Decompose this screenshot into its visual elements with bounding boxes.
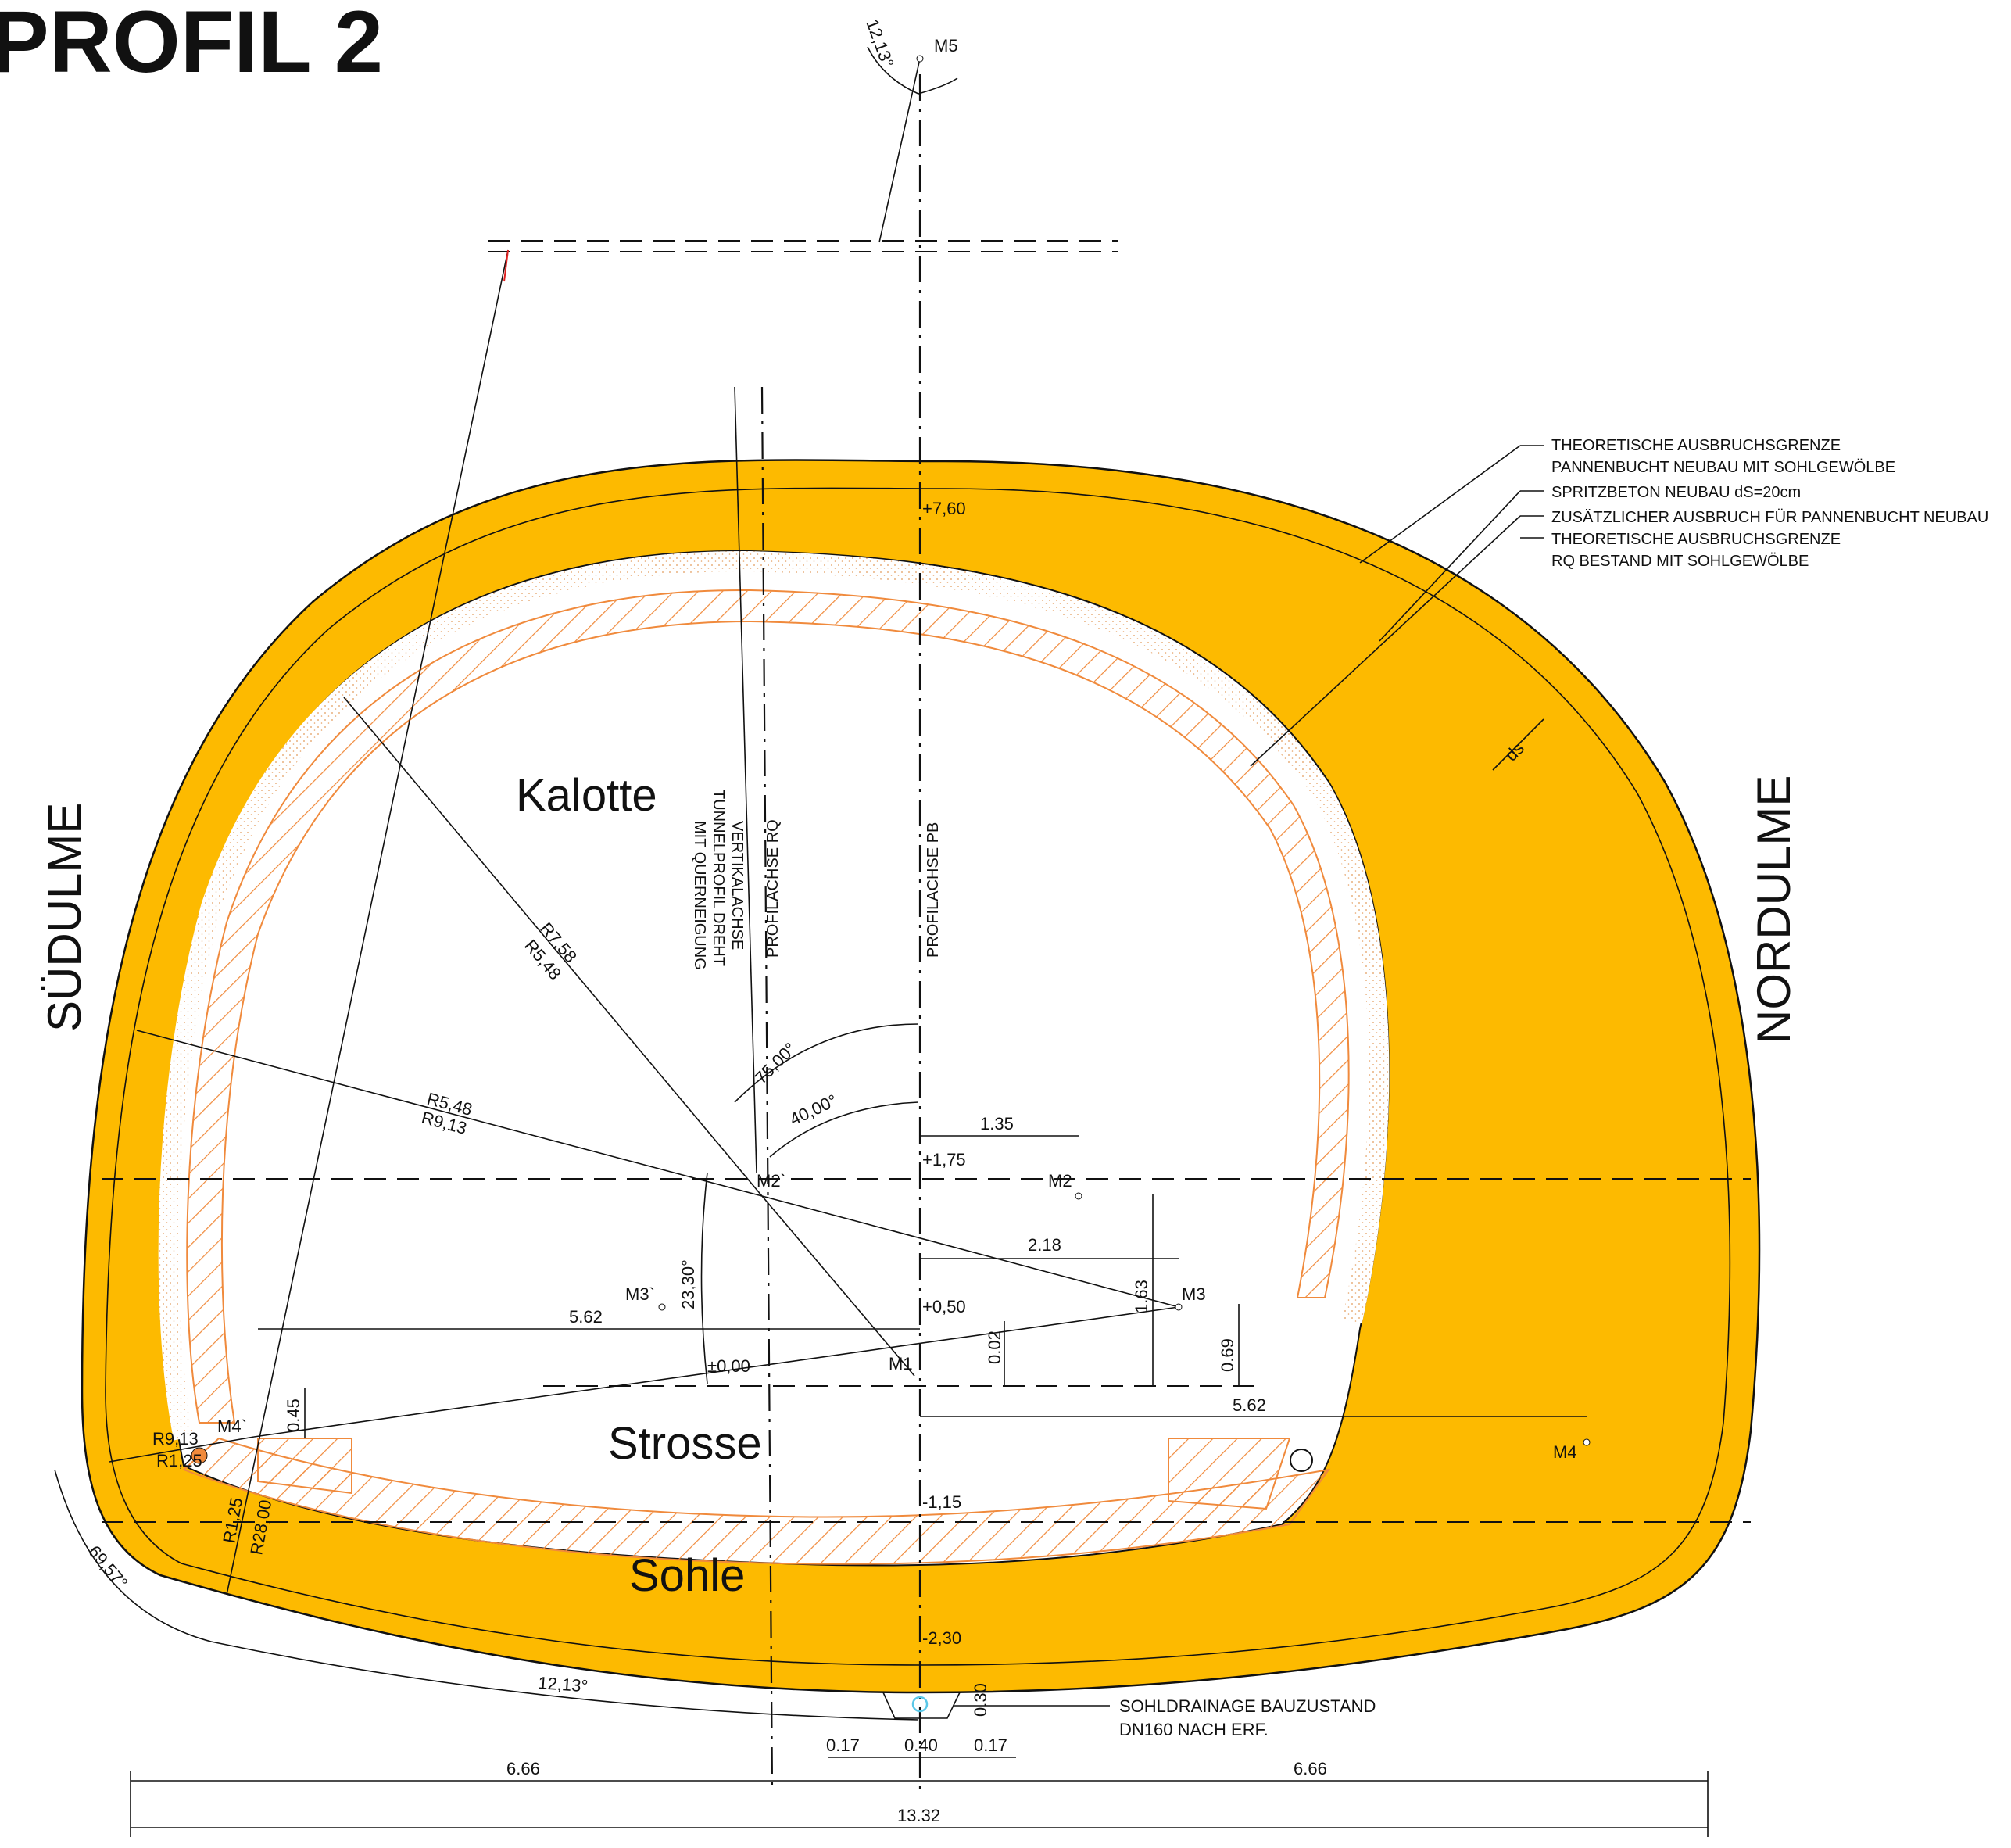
dim-163: 1.63 <box>1132 1280 1151 1313</box>
legend-leader-3 <box>1250 515 1521 767</box>
radius-line-m3 <box>761 1195 1179 1308</box>
vertical-axis-label-3: MIT QUERNEIGUNG <box>691 821 708 970</box>
point-m5-marker <box>916 55 924 63</box>
axis-label-rq: PROFILACHSE RQ <box>764 819 782 958</box>
side-north: NORDULME <box>1748 775 1800 1044</box>
point-m3p-marker <box>658 1303 666 1311</box>
point-m1: M1 <box>889 1354 913 1373</box>
shell-inner-line <box>105 487 1731 1666</box>
dim-562a: 5.62 <box>569 1307 603 1327</box>
profile-axis-rq <box>760 386 774 1791</box>
dim-030: 0.30 <box>971 1683 990 1717</box>
radius-line-r125 <box>109 1436 255 1463</box>
angle-2330: 23,30° <box>678 1259 698 1309</box>
angle-1213-top: 12,13° <box>862 16 897 70</box>
point-m3p: M3` <box>625 1284 655 1304</box>
dim-017a: 0.17 <box>826 1735 860 1755</box>
legend-line-2: PANNENBUCHT NEUBAU MIT SOHLGEWÖLBE <box>1551 459 1895 476</box>
radius-line-r758 <box>343 697 763 1197</box>
page-title: PROFIL 2 <box>0 0 383 91</box>
point-m3: M3 <box>1182 1284 1206 1304</box>
dim-045: 0.45 <box>284 1399 303 1432</box>
point-m4-marker <box>1583 1438 1591 1446</box>
zone-strosse: Strosse <box>608 1418 762 1469</box>
legend-line-3: SPRITZBETON NEUBAU dS=20cm <box>1551 484 1801 501</box>
dim-666a: 6.66 <box>506 1759 540 1778</box>
strosse-step-hatch-left <box>257 1438 352 1495</box>
radius-r125a: R1,25 <box>156 1451 202 1470</box>
dim-218: 2.18 <box>1028 1235 1061 1255</box>
drainage-label-2: DN160 NACH ERF. <box>1119 1720 1269 1739</box>
angle-arc-6957 <box>54 1469 212 1642</box>
legend-line-5: THEORETISCHE AUSBRUCHSGRENZE <box>1551 531 1841 548</box>
point-m4: M4 <box>1553 1442 1577 1462</box>
zone-sohle: Sohle <box>629 1550 745 1601</box>
angle-arc-1213-top <box>867 46 958 95</box>
ds-dim-line <box>1492 718 1544 771</box>
dim-069: 0.69 <box>1218 1338 1237 1372</box>
elevation-zero: ±0,00 <box>707 1356 750 1376</box>
angle-arc-1213-bottom <box>210 1641 919 1721</box>
dim-040: 0.40 <box>904 1735 938 1755</box>
dim-1332: 13.32 <box>897 1806 940 1825</box>
dim-666b: 6.66 <box>1294 1759 1327 1778</box>
angle-arc-2330 <box>700 1172 708 1384</box>
legend-line-1: THEORETISCHE AUSBRUCHSGRENZE <box>1551 437 1841 454</box>
point-m3-marker <box>1175 1303 1183 1311</box>
drainage-pipe <box>911 1696 929 1713</box>
radius-line-r913 <box>136 1030 763 1197</box>
axis-label-pb: PROFILACHSE PB <box>925 822 942 958</box>
elevation-230: -2,30 <box>922 1628 961 1648</box>
point-m5: M5 <box>934 36 958 56</box>
red-tick <box>503 249 509 282</box>
point-m2: M2 <box>1048 1171 1072 1191</box>
legend-line-6: RQ BESTAND MIT SOHLGEWÖLBE <box>1551 553 1809 570</box>
point-m4p: M4` <box>217 1416 247 1436</box>
dim-017b: 0.17 <box>974 1735 1007 1755</box>
strosse-step-hatch-right <box>1168 1438 1291 1510</box>
vertical-axis-label-1: VERTIKALACHSE <box>728 821 746 950</box>
side-south: SÜDULME <box>38 803 91 1032</box>
angle-1213-bottom: 12,13° <box>538 1673 589 1696</box>
angle-arc-40 <box>769 1101 919 1158</box>
vertical-axis <box>734 386 757 1173</box>
radius-line-m1 <box>761 1195 915 1377</box>
point-m4p-marker <box>191 1447 208 1464</box>
shotcrete-band <box>158 550 1390 1441</box>
elevation-050: +0,50 <box>922 1297 966 1316</box>
drainage-label-1: SOHLDRAINAGE BAUZUSTAND <box>1119 1696 1376 1716</box>
vertical-axis-label-2: TUNNELPROFIL DREHT <box>710 790 727 966</box>
point-m2-marker <box>1075 1192 1082 1200</box>
strosse-drain-right <box>1290 1449 1313 1472</box>
zone-kalotte: Kalotte <box>516 770 657 821</box>
point-m2p: M2` <box>757 1171 786 1191</box>
additional-excavation-hatch <box>186 589 1350 1424</box>
elevation-top: +7,60 <box>922 499 966 518</box>
angle-arc-75 <box>734 1023 919 1103</box>
dim-002: 0.02 <box>985 1330 1004 1364</box>
radius-line-r2800 <box>226 249 509 1596</box>
dim-135: 1.35 <box>980 1114 1014 1134</box>
legend-leader-1 <box>1359 445 1521 564</box>
legend-line-4: ZUSÄTZLICHER AUSBRUCH FÜR PANNENBUCHT NE… <box>1551 509 1988 526</box>
radius-line-m4 <box>253 1306 1179 1438</box>
legend-leader-2 <box>1379 490 1521 642</box>
invert-hatch <box>182 1437 1331 1565</box>
elevation-175: +1,75 <box>922 1150 966 1169</box>
elevation-115: -1,15 <box>922 1492 961 1512</box>
radius-line-m5 <box>878 58 921 243</box>
radius-r913b: R9,13 <box>152 1429 199 1449</box>
dim-562b: 5.62 <box>1233 1395 1266 1415</box>
